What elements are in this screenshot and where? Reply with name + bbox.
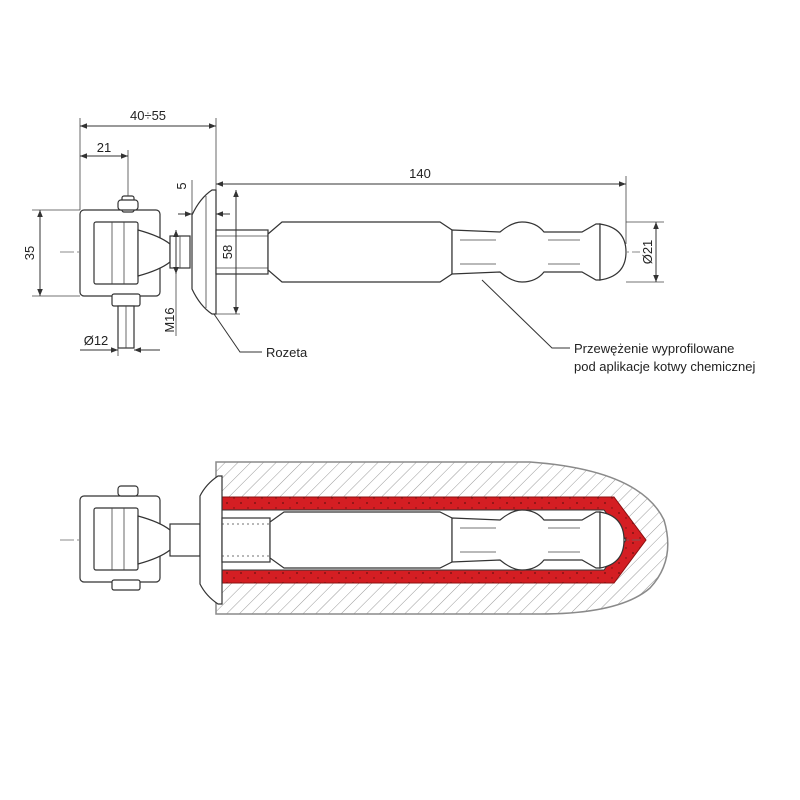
section-hinge-eye xyxy=(79,485,171,591)
dim-thickness: 5 xyxy=(174,182,189,189)
dim-thread: M16 xyxy=(162,307,177,332)
dim-rod-diameter: Ø21 xyxy=(640,240,655,265)
callout-rosette: Rozeta xyxy=(266,345,308,360)
threaded-section xyxy=(215,229,269,275)
section-rosette xyxy=(199,475,223,605)
anchor-rod xyxy=(267,221,627,283)
hinge-eye xyxy=(79,195,171,297)
dim-plate: 40÷55 xyxy=(130,108,166,123)
dim-bolt-diameter: Ø12 xyxy=(84,333,109,348)
dimension-lines xyxy=(32,118,664,356)
dim-eye-offset: 21 xyxy=(97,140,111,155)
dim-height: 35 xyxy=(22,246,37,260)
callout-narrowing-2: pod aplikacje kotwy chemicznej xyxy=(574,359,755,374)
dim-washer: 58 xyxy=(220,245,235,259)
callout-narrowing-1: Przewężenie wyprofilowane xyxy=(574,341,734,356)
dim-length: 140 xyxy=(409,166,431,181)
installed-section-view xyxy=(60,461,669,615)
pivot-bolt xyxy=(111,293,141,349)
rosette xyxy=(191,189,217,315)
top-view: 40÷55 21 5 140 35 58 Ø12 M16 Ø21 Rozeta … xyxy=(22,108,755,374)
